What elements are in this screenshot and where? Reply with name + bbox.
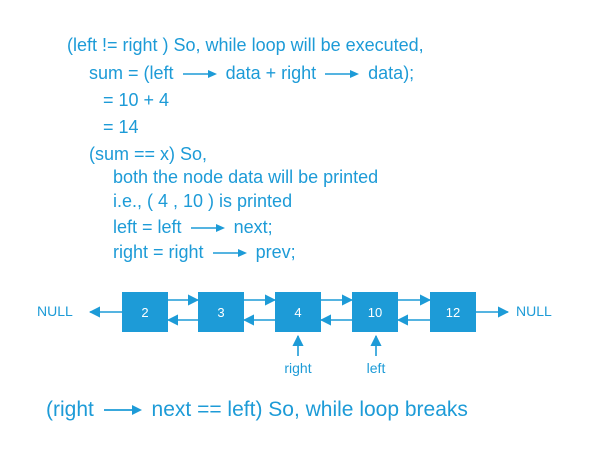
code-text: data + right: [225, 63, 317, 83]
code-text: (left != right ) So, while loop will be …: [67, 35, 424, 55]
code-text: data);: [368, 63, 415, 83]
code-text: both the node data will be printed: [113, 167, 379, 187]
code-text: = 14: [103, 117, 139, 137]
code-text: i.e., ( 4 , 10 ) is printed: [113, 191, 293, 211]
code-line-condition: (left != right ) So, while loop will be …: [67, 34, 424, 56]
arrow-icon: [212, 249, 247, 258]
code-line-left-advance: left = left next;: [113, 216, 273, 238]
arrow-icon: [190, 224, 225, 233]
code-line-sum: sum = (left data + right data);: [89, 62, 414, 84]
code-line-right-retreat: right = right prev;: [113, 241, 296, 263]
code-text: (sum == x) So,: [89, 144, 208, 164]
code-text: next;: [233, 217, 273, 237]
code-text: right = right: [113, 242, 204, 262]
list-node-3: 3: [198, 292, 244, 332]
pointer-label-left: left: [366, 360, 386, 376]
loop-break-statement: (right next == left) So, while loop brea…: [46, 398, 468, 422]
pointer-label-right: right: [284, 360, 312, 376]
list-node-2: 2: [122, 292, 168, 332]
arrow-icon: [103, 405, 142, 416]
code-line-print-desc: both the node data will be printed: [113, 166, 378, 188]
code-line-sum-result: = 14: [103, 116, 139, 138]
null-label-right: NULL: [516, 303, 552, 319]
code-text: sum = (left: [89, 63, 174, 83]
list-node-4: 4: [275, 292, 321, 332]
footer-text: next == left) So, while loop breaks: [151, 398, 468, 421]
code-text: prev;: [255, 242, 296, 262]
footer-text: (right: [46, 398, 94, 421]
arrow-icon: [325, 70, 360, 79]
list-node-10: 10: [352, 292, 398, 332]
code-line-print-result: i.e., ( 4 , 10 ) is printed: [113, 190, 292, 212]
code-line-sum-check: (sum == x) So,: [89, 143, 207, 165]
code-line-sum-expansion: = 10 + 4: [103, 89, 169, 111]
code-text: left = left: [113, 217, 182, 237]
code-text: = 10 + 4: [103, 90, 170, 110]
arrow-icon: [182, 70, 217, 79]
null-label-left: NULL: [37, 303, 73, 319]
list-node-12: 12: [430, 292, 476, 332]
